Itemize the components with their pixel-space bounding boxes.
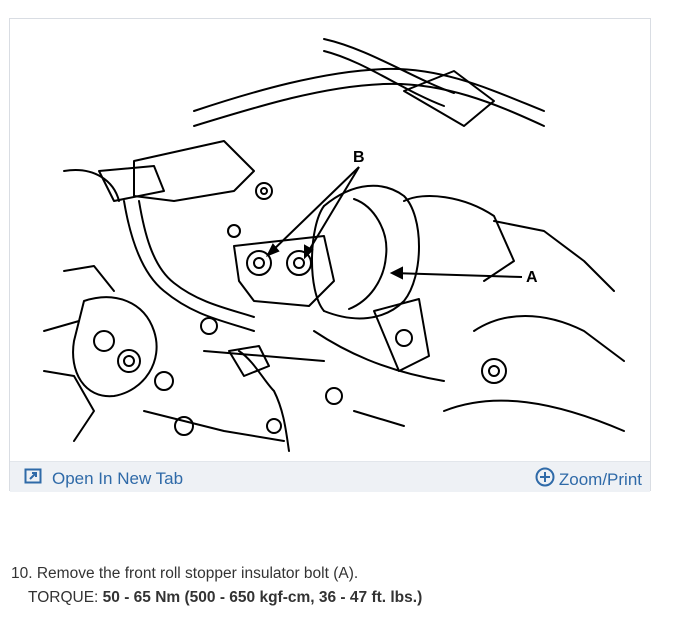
torque-value: 50 - 65 Nm (500 - 650 kgf-cm, 36 - 47 ft… [102, 589, 423, 606]
open-in-new-tab-icon [24, 468, 42, 489]
open-in-new-tab-button[interactable]: Open In New Tab [24, 468, 183, 489]
zoom-print-label: Zoom/Print [558, 469, 642, 489]
plus-circle-icon [535, 467, 555, 492]
callout-label-a: A [526, 269, 538, 286]
step-instruction: 10. Remove the front roll stopper insula… [11, 565, 359, 582]
figure-card: B A Open In New Tab Zoom/Print [9, 18, 651, 492]
callout-label-b: B [353, 149, 365, 166]
open-in-new-tab-label: Open In New Tab [52, 468, 184, 488]
torque-label: TORQUE: [28, 589, 103, 606]
torque-spec: TORQUE: 50 - 65 Nm (500 - 650 kgf-cm, 36… [28, 587, 422, 609]
figure-toolbar: Open In New Tab Zoom/Print [10, 461, 650, 492]
zoom-print-button[interactable]: Zoom/Print [535, 467, 642, 492]
engine-mount-diagram[interactable]: B A [24, 31, 636, 459]
